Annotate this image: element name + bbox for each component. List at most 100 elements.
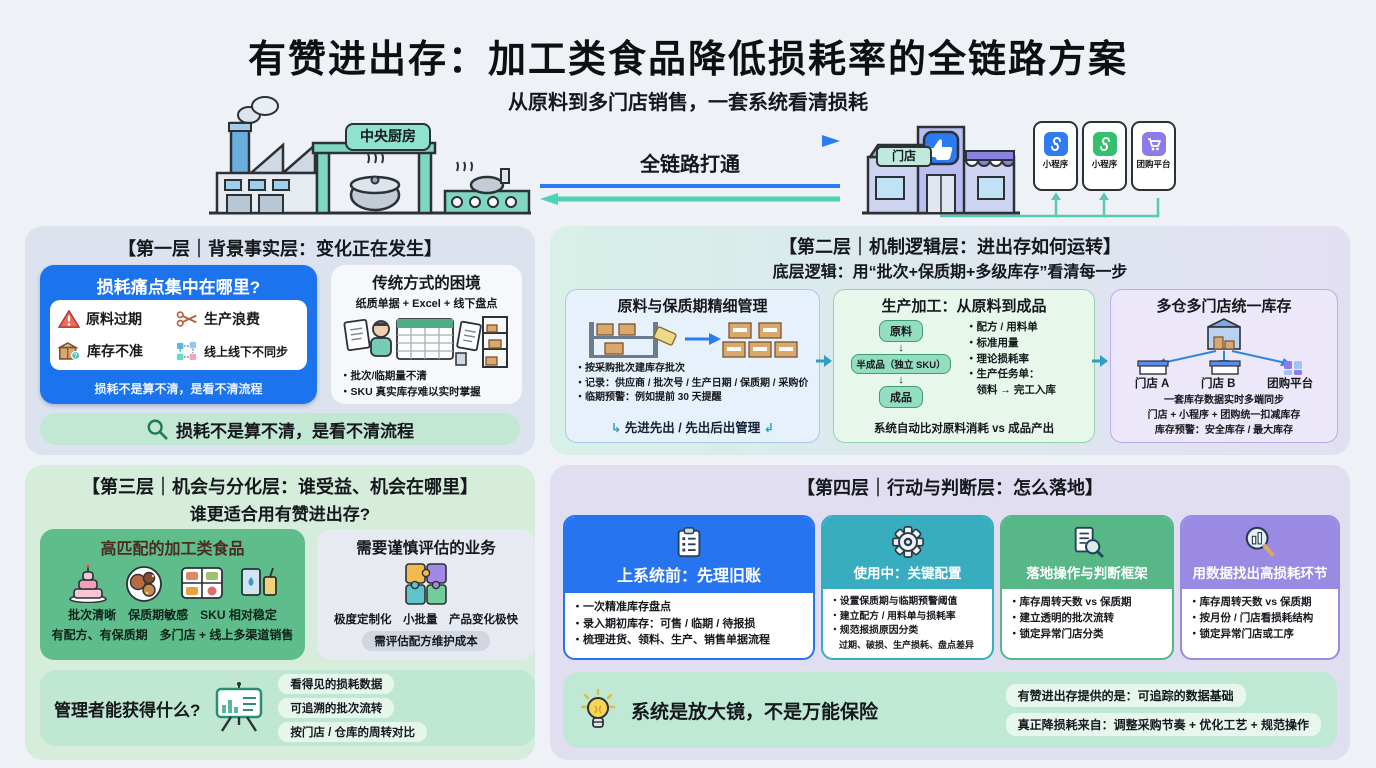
arrow-left-icon	[540, 193, 840, 205]
page-subtitle: 从原料到多门店销售，一套系统看清损耗	[508, 92, 868, 114]
chain-line	[540, 184, 840, 188]
card-title: 落地操作与判断框架	[1026, 566, 1148, 581]
bento-icon	[180, 567, 223, 599]
gains-box: 管理者能获得什么? 看得见的损耗数据 可追溯的批次流转 按门店 / 仓库的周转对…	[40, 670, 535, 746]
flow-node-raw: 原料	[879, 320, 923, 342]
gain-pill: 看得见的损耗数据	[278, 674, 395, 694]
production-footer: 系统自动比对原料消耗 vs 成品产出	[873, 423, 1055, 435]
cart-icon	[1141, 132, 1166, 156]
action-card-2: 使用中：关键配置 设置保质期与临期预警阈值 建立配方 / 用料单与损耗率 规范报…	[821, 515, 994, 660]
card-title: 使用中：关键配置	[853, 566, 962, 581]
production-bullets: 配方 / 用料单 标准用量 理论损耗率 生产任务单： 领料 → 完工入库	[966, 320, 1088, 408]
layer4-title: 【第四层｜行动与判断层：怎么落地】	[797, 478, 1103, 498]
store-illustration	[862, 125, 1020, 215]
cake-icon	[68, 564, 107, 603]
layer1-panel: 【第一层｜背景事实层：变化正在发生】 损耗痛点集中在哪里? 原料过期	[25, 226, 535, 455]
inventory-title: 多仓多门店统一库存	[1156, 298, 1292, 315]
card-head: 上系统前：先理旧账	[565, 517, 813, 593]
lightbulb-icon	[580, 688, 616, 728]
gain-pill: 可追溯的批次流转	[278, 698, 395, 718]
layer2-subtitle: 底层逻辑：用“批次+保质期+多级库存”看清每一步	[772, 264, 1128, 281]
layer3-title: 【第三层｜机会与分化层：谁受益、机会在哪里】	[82, 477, 478, 497]
gain-pill: 按门店 / 仓库的周转对比	[278, 722, 427, 742]
card-head: 落地操作与判断框架	[1002, 517, 1172, 589]
warehouse-network-illustration	[1137, 318, 1302, 375]
down-arrow-icon: ↓	[898, 342, 904, 354]
warning-icon	[58, 309, 80, 328]
dilemma-subtitle: 纸质单据 + Excel + 线下盘点	[355, 298, 498, 310]
flow-node-semi: 半成品（独立 SKU）	[851, 354, 951, 375]
card-head: 使用中：关键配置	[823, 517, 992, 589]
pain-grid: 原料过期 生产浪费	[50, 300, 307, 370]
inventory-nodes: 门店 A 门店 B 团购平台	[1134, 378, 1314, 390]
flow-arrow-icon	[816, 355, 832, 367]
pain-points-box: 损耗痛点集中在哪里? 原料过期 生产浪费	[40, 265, 317, 404]
caution-badge: 需评估配方维护成本	[362, 631, 490, 651]
action-card-1: 上系统前：先理旧账 一次精准库存盘点 录入期初库存：可售 / 临期 / 待报损 …	[563, 515, 815, 660]
production-content: 原料 ↓ 半成品（独立 SKU） ↓ 成品 配方 / 用料单 标准用量 理论损耗…	[834, 316, 1094, 409]
production-box: 生产加工：从原料到成品 原料 ↓ 半成品（独立 SKU） ↓ 成品 配方 / 用…	[833, 289, 1095, 443]
food-icons-row	[40, 563, 305, 603]
card-bullets: 设置保质期与临期预警阈值 建立配方 / 用料单与损耗率 规范报损原因分类 过期、…	[823, 589, 992, 658]
layer2-title: 【第二层｜机制逻辑层：进出存如何运转】	[779, 237, 1121, 257]
banner4-pills: 有赞进出存提供的是：可追踪的数据基础 真正降损耗来自：调整采购节奏 + 优化工艺…	[1005, 684, 1321, 736]
dilemma-box: 传统方式的困境 纸质单据 + Excel + 线下盘点	[331, 265, 522, 404]
production-title: 生产加工：从原料到成品	[881, 298, 1047, 315]
layer3-panel: 【第三层｜机会与分化层：谁受益、机会在哪里】 谁更适合用有赞进出存? 高匹配的加…	[25, 465, 535, 760]
down-arrow-icon: ↓	[898, 374, 904, 387]
card-head: 用数据找出高损耗环节	[1182, 517, 1338, 589]
presentation-chart-icon	[216, 682, 263, 732]
action-card-3: 落地操作与判断框架 库存周转天数 vs 保质期 建立透明的批次流转 锁定异常门店…	[1000, 515, 1174, 660]
layer1-title: 【第一层｜背景事实层：变化正在发生】	[118, 239, 442, 259]
miniapp-icon	[1043, 132, 1068, 156]
drink-icon	[240, 567, 277, 596]
fit-box: 高匹配的加工类食品	[40, 529, 305, 660]
card-bullets: 库存周转天数 vs 保质期 按月份 / 门店看损耗结构 锁定异常门店或工序	[1182, 589, 1338, 648]
dish-icon	[125, 566, 162, 602]
gains-question: 管理者能获得什么?	[54, 700, 201, 720]
inventory-lines: 一套库存数据实时多端同步 门店 + 小程序 + 团购统一扣减库存 库存预警：安全…	[1147, 395, 1301, 436]
factory-illustration	[209, 96, 531, 215]
channel-connector-line	[940, 192, 1160, 218]
layer4-banner: 系统是放大镜，不是万能保险 有赞进出存提供的是：可追踪的数据基础 真正降损耗来自…	[563, 672, 1337, 748]
scissors-icon	[176, 311, 197, 327]
phone-label: 小程序	[1042, 159, 1069, 169]
layer2-panel: 【第二层｜机制逻辑层：进出存如何运转】 底层逻辑：用“批次+保质期+多级库存”看…	[550, 226, 1350, 455]
dilemma-bullets: 批次/临期量不清 SKU 真实库存难以实时掌握	[331, 369, 522, 401]
sync-icon	[177, 341, 197, 361]
material-bullets: 按采购批次建库存批次 记录：供应商 / 批次号 / 生产日期 / 保质期 / 采…	[566, 360, 819, 406]
gain-pills: 看得见的损耗数据 可追溯的批次流转 按门店 / 仓库的周转对比	[278, 674, 427, 742]
material-box: 原料与保质期精细管理 按采购批次建库存批次 记录：供应商 / 批次号 / 生产日…	[565, 289, 820, 443]
card-title: 用数据找出高损耗环节	[1192, 566, 1328, 581]
page-title: 有赞进出存：加工类食品降低损耗率的全链路方案	[247, 39, 1128, 81]
phone-label: 小程序	[1091, 159, 1118, 169]
phone-miniapp-2: 小程序	[1082, 121, 1127, 191]
material-footer: ↳ 先进先出 / 先出后出管理 ↲	[610, 421, 775, 435]
paperwork-illustration	[343, 316, 508, 368]
pain-footer: 损耗不是算不清，是看不清流程	[94, 382, 263, 396]
caution-title: 需要谨慎评估的业务	[356, 540, 496, 557]
doc-magnifier-icon	[1074, 526, 1104, 558]
caution-box: 需要谨慎评估的业务 极度定制化 小批量 产品变化极快 需评估配方维护成本	[317, 529, 535, 660]
curve-arrow-icon: ↳	[610, 421, 625, 435]
production-flow: 原料 ↓ 半成品（独立 SKU） ↓ 成品	[840, 320, 962, 409]
phone-miniapp-1: 小程序	[1033, 121, 1078, 191]
flow-node-finished: 成品	[879, 386, 923, 409]
phone-groupbuy: 团购平台	[1131, 121, 1176, 191]
banner4-pill: 有赞进出存提供的是：可追踪的数据基础	[1005, 684, 1246, 707]
store-sign: 门店	[876, 146, 932, 167]
pain-title: 损耗痛点集中在哪里?	[96, 278, 261, 297]
pain-item: 线上线下不同步	[176, 341, 299, 361]
dilemma-title: 传统方式的困境	[372, 275, 481, 292]
banner4-text: 系统是放大镜，不是万能保险	[631, 701, 879, 723]
svg-text:?: ?	[74, 353, 78, 360]
layer3-subtitle: 谁更适合用有赞进出存?	[189, 505, 371, 524]
magnifier-chart-icon	[1245, 526, 1275, 557]
box-icon: ?	[58, 342, 81, 361]
miniapp-icon	[1092, 132, 1117, 156]
clipboard-icon	[677, 527, 701, 558]
puzzle-icon	[405, 563, 447, 605]
layer1-banner: 损耗不是算不清，是看不清流程	[40, 413, 520, 445]
flow-arrow-icon	[1092, 355, 1108, 367]
